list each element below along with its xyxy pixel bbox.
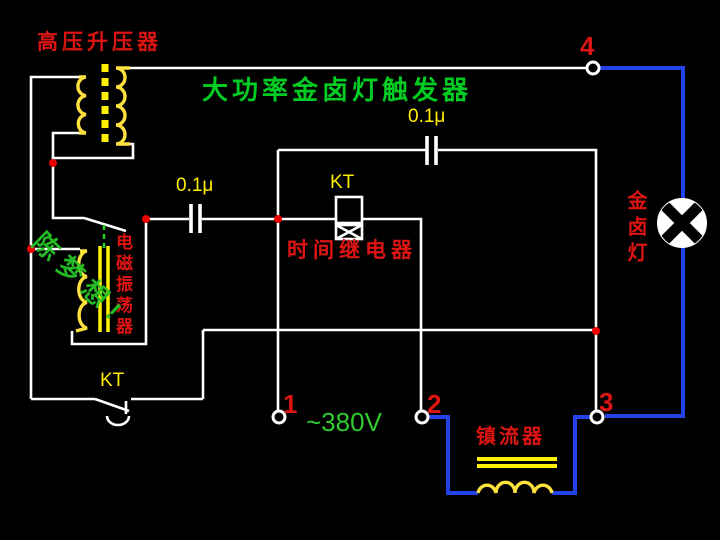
junction-dot bbox=[592, 327, 600, 335]
component-cores bbox=[98, 64, 557, 468]
oscillator-coil bbox=[75, 249, 88, 333]
diagram-title: 大功率金卤灯触发器 bbox=[202, 75, 473, 105]
relay-coil-box bbox=[334, 195, 364, 225]
junction-dots bbox=[27, 159, 600, 335]
wire-secondary-bottom bbox=[51, 142, 135, 163]
capacitor1-value: 0.1μ bbox=[176, 175, 214, 196]
white-wires bbox=[29, 66, 598, 427]
capacitor1-symbol bbox=[189, 204, 202, 233]
oscillator-core-bars bbox=[98, 246, 110, 332]
junction-dot bbox=[49, 159, 57, 167]
ballast-coil bbox=[476, 480, 554, 494]
relay-contact-x bbox=[335, 223, 363, 241]
capacitor2-symbol bbox=[425, 136, 438, 165]
oscillator-label: 电磁振荡器 bbox=[113, 233, 132, 338]
booster-primary-coil bbox=[76, 75, 87, 135]
booster-label: 高压升压器 bbox=[37, 31, 162, 54]
capacitor-plates bbox=[189, 136, 438, 233]
wire-junction-to-contact bbox=[51, 163, 84, 220]
wire-ballast-to-terminal3 bbox=[552, 415, 590, 495]
wire-cap2-to-right bbox=[438, 148, 598, 331]
wire-relay-to-right bbox=[362, 217, 423, 411]
capacitor2-value: 0.1μ bbox=[408, 106, 446, 127]
terminal4-node bbox=[585, 60, 601, 76]
oscillator-contact-blade bbox=[83, 216, 127, 233]
delay-contact-blade bbox=[94, 397, 130, 414]
junction-dot bbox=[142, 215, 150, 223]
wire-primary-bottom-left bbox=[51, 131, 79, 163]
delay-contact-arc bbox=[105, 415, 131, 427]
terminal-circles bbox=[271, 60, 605, 425]
junction-dot bbox=[27, 245, 35, 253]
ballast-label: 镇流器 bbox=[476, 426, 545, 448]
supply-voltage-label: ~380V bbox=[306, 407, 382, 437]
delay-contact-label: KT bbox=[100, 370, 125, 391]
wire-terminal2-to-ballast bbox=[427, 415, 478, 495]
ballast-core-bars bbox=[477, 457, 557, 468]
yellow-components bbox=[75, 66, 554, 494]
terminal2-label: 2 bbox=[427, 389, 442, 419]
booster-secondary-coil bbox=[115, 66, 130, 146]
time-relay-label: 时间继电器 bbox=[287, 239, 417, 262]
junction-dot bbox=[274, 215, 282, 223]
relay-coil-label: KT bbox=[330, 172, 355, 193]
terminal3-node bbox=[589, 409, 605, 425]
oscillator-loop bbox=[70, 219, 148, 346]
lamp-circuit-wires bbox=[427, 66, 685, 495]
wire-left-frame bbox=[29, 75, 79, 399]
terminal3-label: 3 bbox=[599, 387, 614, 417]
lamp-label: 金卤灯 bbox=[624, 190, 646, 268]
wire-lamp-to-terminal3 bbox=[605, 247, 685, 418]
wire-terminal4-to-lamp bbox=[599, 66, 685, 199]
lamp-symbol bbox=[657, 198, 707, 248]
terminal1-label: 1 bbox=[283, 389, 298, 419]
terminal1-node bbox=[271, 409, 287, 425]
terminal4-label: 4 bbox=[580, 31, 595, 61]
wire-bottom-bus bbox=[203, 328, 598, 411]
terminal2-node bbox=[414, 409, 430, 425]
time-relay-symbol bbox=[334, 195, 364, 241]
lamp-cross bbox=[659, 200, 705, 246]
